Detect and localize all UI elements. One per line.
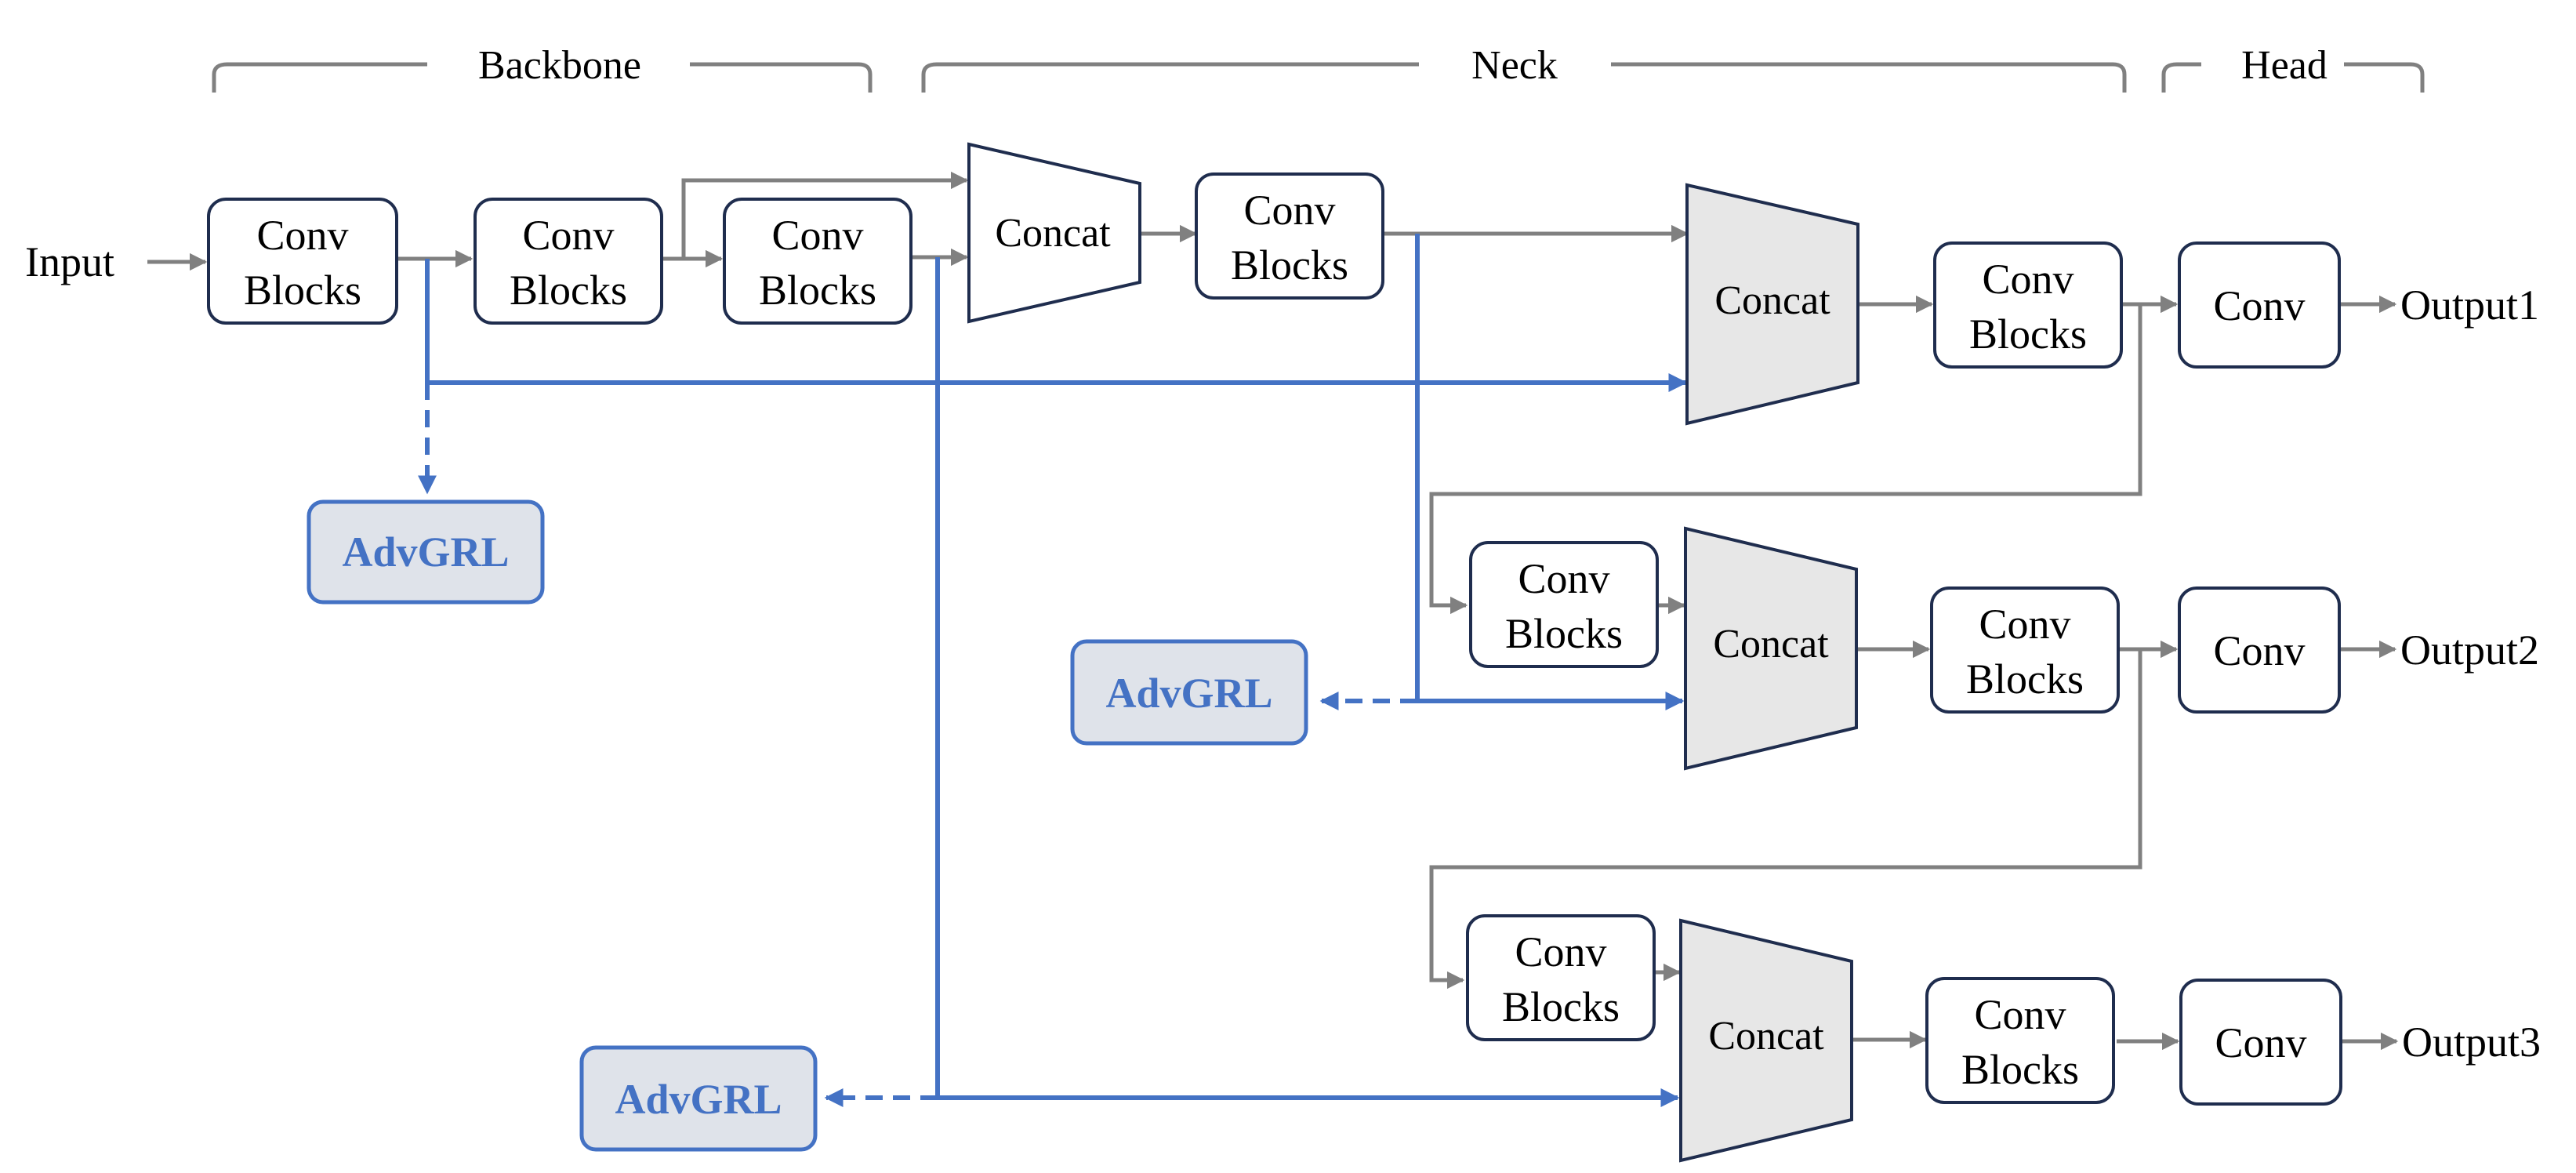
conv-block-label-line2: Blocks bbox=[1231, 242, 1348, 289]
concat-1: Concat bbox=[967, 142, 1141, 324]
head-conv-2: Conv bbox=[2178, 586, 2341, 714]
advgrl-box-2: AdvGRL bbox=[1070, 639, 1308, 746]
arrow-route-to-conv6 bbox=[1429, 304, 2142, 615]
concat-label: Concat bbox=[1714, 278, 1830, 323]
output2-label: Output2 bbox=[2400, 626, 2539, 674]
conv-block-label-line1: Conv bbox=[771, 212, 863, 259]
conv-block-3: Conv Blocks bbox=[723, 198, 912, 325]
neck-label: Neck bbox=[1471, 43, 1558, 88]
conv-block-1: Conv Blocks bbox=[207, 198, 398, 325]
conv-block-label-line1: Conv bbox=[1979, 601, 2070, 648]
head-label: Head bbox=[2241, 43, 2327, 88]
head-conv-1: Conv bbox=[2178, 242, 2341, 369]
advgrl-label: AdvGRL bbox=[615, 1076, 782, 1123]
conv-block-label-line2: Blocks bbox=[1502, 983, 1620, 1030]
conv-block-label-line2: Blocks bbox=[510, 267, 627, 314]
conv-block-label-line1: Conv bbox=[1243, 187, 1335, 234]
advgrl-box-3: AdvGRL bbox=[579, 1045, 818, 1152]
conv-block-label-line1: Conv bbox=[1982, 256, 2073, 303]
conv-block-8: Conv Blocks bbox=[1466, 914, 1656, 1041]
conv-block-6: Conv Blocks bbox=[1469, 541, 1659, 668]
backbone-bracket bbox=[212, 62, 873, 93]
conv-label: Conv bbox=[2215, 1019, 2306, 1066]
concat-2: Concat bbox=[1685, 183, 1859, 426]
conv-block-label-line1: Conv bbox=[1515, 928, 1606, 975]
neck-bracket bbox=[921, 62, 2127, 93]
backbone-label: Backbone bbox=[478, 43, 641, 88]
concat-4: Concat bbox=[1679, 918, 1853, 1163]
conv-block-label-line1: Conv bbox=[1974, 991, 2066, 1038]
conv-block-label-line2: Blocks bbox=[1505, 610, 1623, 657]
input-label: Input bbox=[25, 238, 114, 285]
conv-block-label-line1: Conv bbox=[522, 212, 614, 259]
concat-3: Concat bbox=[1684, 526, 1858, 771]
arrow-conv2-to-concat-top bbox=[681, 171, 969, 259]
conv-block-2: Conv Blocks bbox=[473, 198, 663, 325]
output1-label: Output1 bbox=[2400, 281, 2539, 329]
conv-block-label-line1: Conv bbox=[256, 212, 348, 259]
concat-label: Concat bbox=[995, 211, 1111, 256]
output3-label: Output3 bbox=[2402, 1019, 2541, 1066]
conv-block-7: Conv Blocks bbox=[1930, 586, 2120, 714]
conv-block-label-line1: Conv bbox=[1518, 555, 1609, 602]
gray-connections bbox=[147, 171, 2399, 1051]
conv-block-9: Conv Blocks bbox=[1925, 977, 2115, 1104]
conv-label: Conv bbox=[2213, 282, 2305, 329]
conv-block-label-line2: Blocks bbox=[759, 267, 876, 314]
head-conv-3: Conv bbox=[2179, 979, 2342, 1106]
concat-label: Concat bbox=[1708, 1014, 1824, 1059]
conv-block-label-line2: Blocks bbox=[1966, 656, 2084, 703]
conv-block-label-line2: Blocks bbox=[1969, 310, 2087, 358]
advgrl-box-1: AdvGRL bbox=[307, 499, 545, 605]
section-brackets bbox=[212, 62, 2425, 93]
advgrl-label: AdvGRL bbox=[1105, 670, 1272, 717]
conv-label: Conv bbox=[2213, 627, 2305, 674]
conv-block-label-line2: Blocks bbox=[1961, 1046, 2079, 1093]
conv-block-label-line2: Blocks bbox=[244, 267, 361, 314]
advgrl-label: AdvGRL bbox=[342, 528, 509, 576]
conv-block-4: Conv Blocks bbox=[1195, 172, 1384, 300]
concat-label: Concat bbox=[1713, 622, 1829, 666]
head-bracket bbox=[2161, 62, 2425, 93]
arrow-route-to-conv8 bbox=[1429, 649, 2142, 990]
blue-connections bbox=[418, 234, 1688, 1107]
conv-block-5: Conv Blocks bbox=[1933, 242, 2123, 369]
